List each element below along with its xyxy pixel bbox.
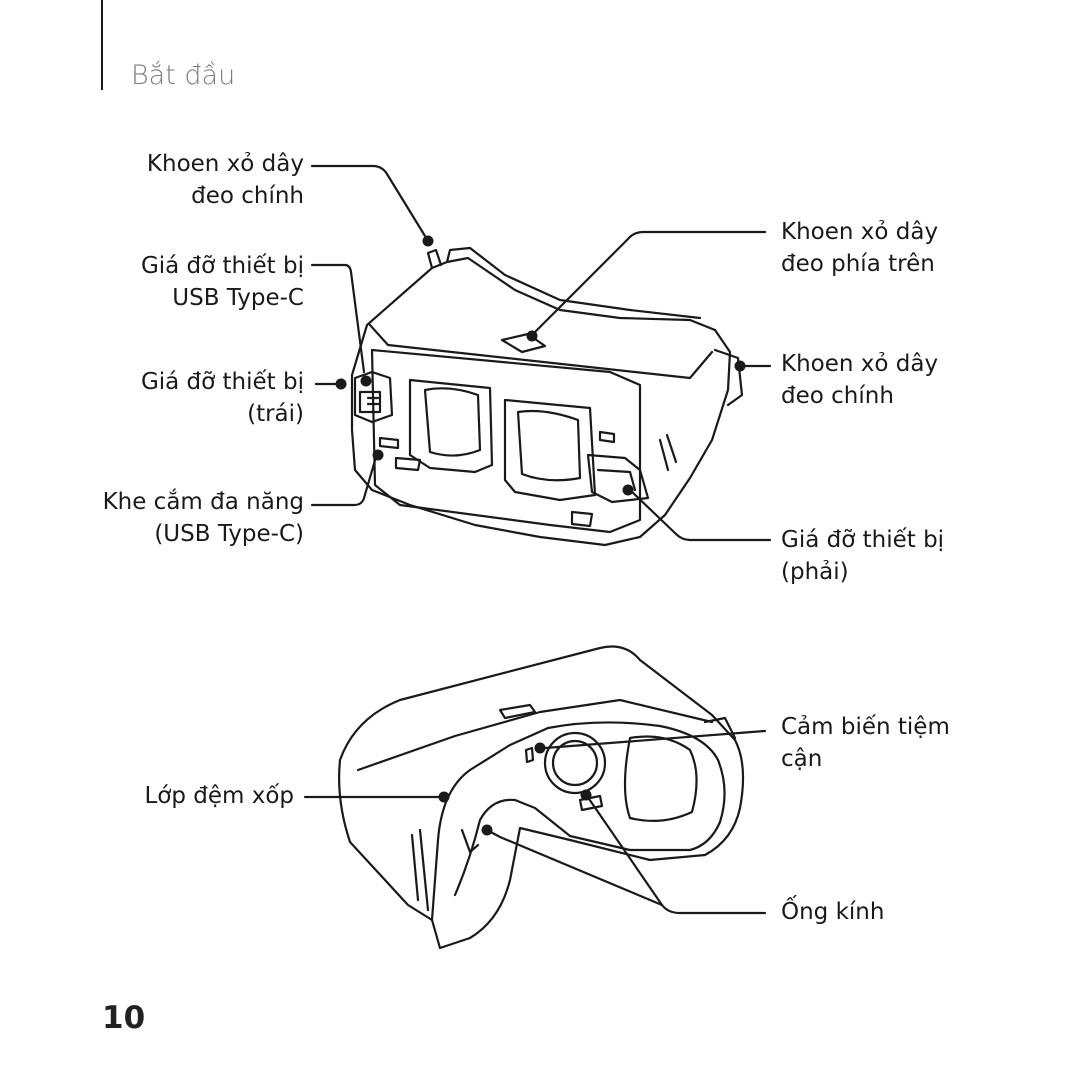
foam-cushion-label: Lớp đệm xốp [144,783,294,809]
headset-front-illustration [350,246,744,547]
page-number: 10 [102,1000,146,1036]
leader-dots [335,235,746,836]
right-holder-label: Giá đỡ thiết bị(phải) [781,527,945,585]
leader-lines [303,164,772,915]
left-holder-label: Giá đỡ thiết bị(trái) [140,369,304,427]
section-title: Bắt đầu [131,60,236,91]
lens-label: Ống kính [781,899,885,925]
header-rule [101,0,103,90]
headset-rear-illustration [338,645,745,950]
multipurpose-jack-label: Khe cắm đa năng(USB Type-C) [102,489,304,547]
